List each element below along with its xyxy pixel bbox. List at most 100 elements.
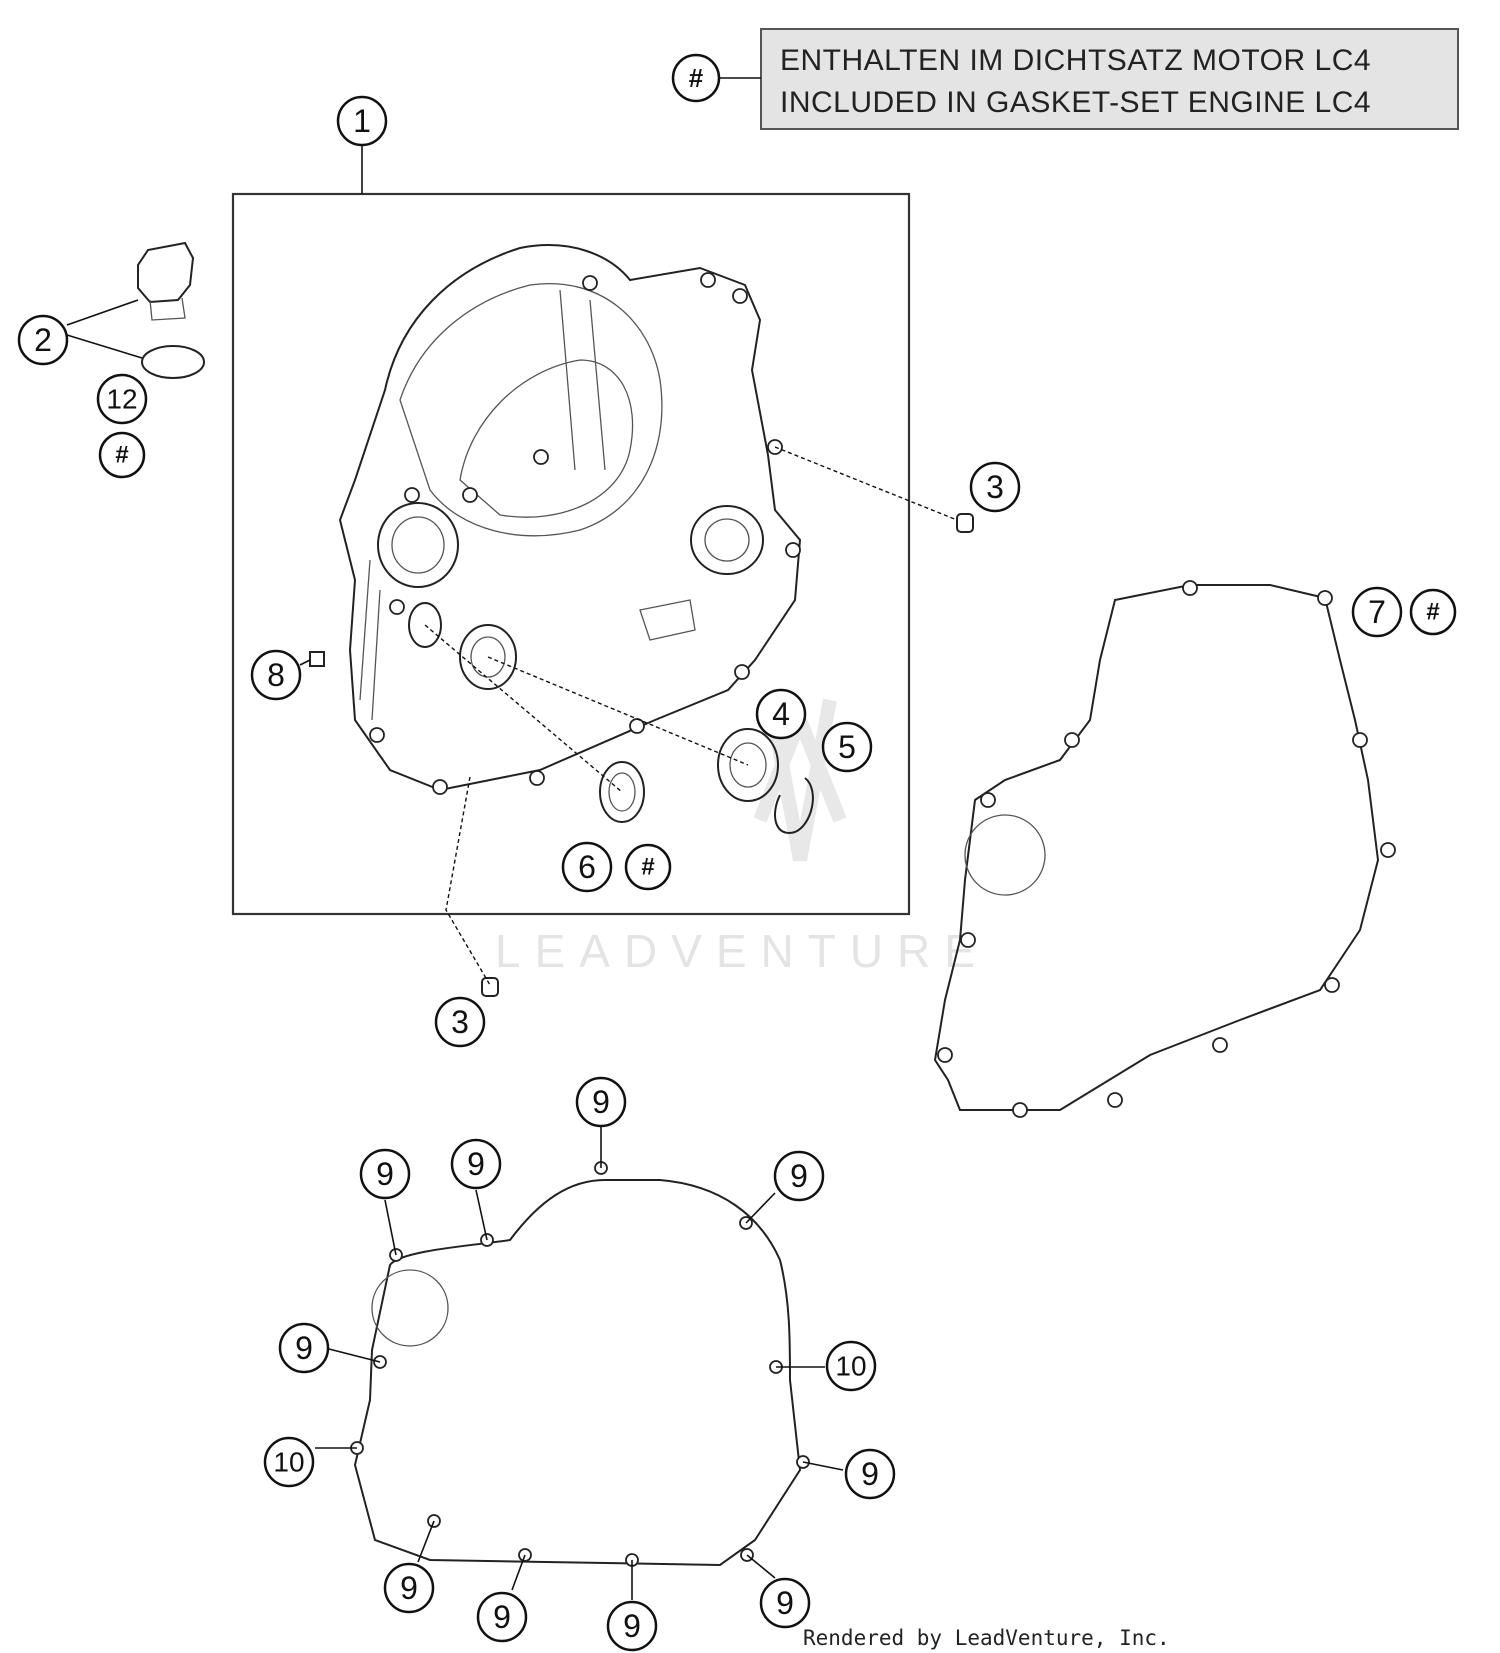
- callout-2-label: 2: [34, 322, 52, 358]
- oil-seal-inner: [608, 772, 636, 812]
- leader-9c: [475, 1189, 488, 1241]
- callout-6: 6: [561, 841, 613, 893]
- gasket-hole: [1317, 590, 1333, 606]
- leaders: [66, 299, 958, 1600]
- callout-2: 2: [17, 314, 69, 366]
- leader-9d: [745, 1192, 776, 1224]
- gasket-hole: [1380, 842, 1396, 858]
- callout-6-hash-label: #: [641, 854, 654, 881]
- cover-edge-detail: [359, 559, 381, 721]
- callout-6-label: 6: [578, 849, 596, 885]
- plug-head: [137, 241, 195, 304]
- dowel-upper-shape: [956, 513, 974, 533]
- cover-bolt-hole: [732, 288, 748, 304]
- credit-text: Rendered by LeadVenture, Inc.: [803, 1626, 1170, 1650]
- leader-6: [424, 624, 623, 793]
- legend-hash-circle: [671, 53, 721, 103]
- callout-9-bottom-1-label: 9: [400, 1570, 418, 1606]
- dowel-lower: [481, 977, 499, 997]
- callout-9-upper-left: 9: [359, 1148, 411, 1200]
- cover-bolt-hole: [785, 542, 801, 558]
- callout-9-left: 9: [278, 1322, 330, 1374]
- callout-3-lower: 3: [434, 996, 486, 1048]
- callout-3-upper: 3: [969, 461, 1021, 513]
- callout-9-top-label: 9: [592, 1084, 610, 1120]
- callout-6-hash: #: [624, 843, 672, 891]
- callout-4: 4: [755, 688, 807, 740]
- cover-bolt-hole: [462, 487, 478, 503]
- gasket-hole: [1182, 580, 1198, 596]
- screw: [309, 651, 325, 667]
- callout-9-bottom-4-label: 9: [776, 1585, 794, 1621]
- gasket-right-port: [964, 814, 1046, 896]
- leader-2a: [66, 299, 139, 326]
- leader-9b: [384, 1199, 397, 1256]
- cover-bolt-hole: [629, 718, 645, 734]
- callout-10-right-label: 10: [835, 1351, 866, 1382]
- cover-inner-ring: [459, 359, 634, 518]
- callout-10-left: 10: [263, 1436, 315, 1488]
- cover-boss-right-inner: [704, 518, 750, 562]
- leader-9g: [417, 1520, 435, 1563]
- leader-3a: [774, 446, 958, 521]
- callout-10-left-label: 10: [273, 1447, 304, 1478]
- cover-bolt-hole: [533, 449, 549, 465]
- gasket-hole: [960, 932, 976, 948]
- callout-3-lower-label: 3: [451, 1004, 469, 1040]
- leader-3b: [445, 776, 491, 986]
- callout-9-upper-right-label: 9: [790, 1158, 808, 1194]
- bearing-outer: [717, 728, 779, 802]
- legend-box: [760, 28, 1459, 130]
- cover-bolt-hole: [404, 487, 420, 503]
- o-ring: [141, 345, 205, 379]
- cover-bolt-hole: [369, 727, 385, 743]
- cover-bolt-hole: [700, 272, 716, 288]
- callout-9-bottom-3: 9: [606, 1600, 658, 1652]
- cover-seal-bore: [459, 624, 517, 690]
- bearing-inner: [729, 742, 767, 788]
- callout-8: 8: [250, 649, 302, 701]
- cover-bolt-hole: [389, 599, 405, 615]
- callout-7: 7: [1351, 586, 1403, 638]
- gasket-right-outline: [933, 584, 1380, 1111]
- gasket-right: [933, 580, 1396, 1118]
- leader-9e: [324, 1347, 381, 1363]
- callout-9-bottom-1: 9: [383, 1562, 435, 1614]
- watermark-logo: [753, 698, 847, 862]
- oil-seal-outer: [599, 761, 645, 823]
- cover-inner-dome: [399, 283, 663, 537]
- bearing: [717, 728, 779, 802]
- callout-1-label: 1: [353, 103, 371, 139]
- callout-9-right-label: 9: [861, 1456, 879, 1492]
- callout-9-bottom-3-label: 9: [623, 1608, 641, 1644]
- callout-9-bottom-4: 9: [759, 1577, 811, 1629]
- oil-seal: [599, 761, 645, 823]
- cover-bolt-hole: [529, 770, 545, 786]
- plug-thread: [149, 297, 186, 321]
- gasket-hole: [1352, 732, 1368, 748]
- callout-12-hash-label: #: [115, 442, 128, 469]
- gasket-hole: [1324, 977, 1340, 993]
- cover-bolt-hole: [582, 275, 598, 291]
- cover-seal-bore-inner: [470, 636, 506, 678]
- callout-12-hash: #: [98, 431, 146, 479]
- callout-9-right: 9: [844, 1448, 896, 1500]
- callout-9-left-label: 9: [295, 1330, 313, 1366]
- cover-lever: [639, 599, 696, 641]
- watermark-text: LEADVENTURE: [495, 925, 989, 977]
- callout-4-label: 4: [772, 696, 790, 732]
- cover-outline: [338, 244, 802, 792]
- leader-8: [299, 659, 311, 666]
- gasket-hole: [1064, 732, 1080, 748]
- callout-7-hash-label: #: [1426, 599, 1439, 626]
- cover-small-bore: [408, 602, 442, 648]
- callout-3-upper-label: 3: [986, 469, 1004, 505]
- callout-9-upper-mid-label: 9: [467, 1146, 485, 1182]
- gasket-hole: [937, 1047, 953, 1063]
- callout-9-top: 9: [575, 1076, 627, 1128]
- gasket-hole: [1212, 1037, 1228, 1053]
- cover-bolt-hole: [432, 779, 448, 795]
- callout-8-label: 8: [267, 657, 285, 693]
